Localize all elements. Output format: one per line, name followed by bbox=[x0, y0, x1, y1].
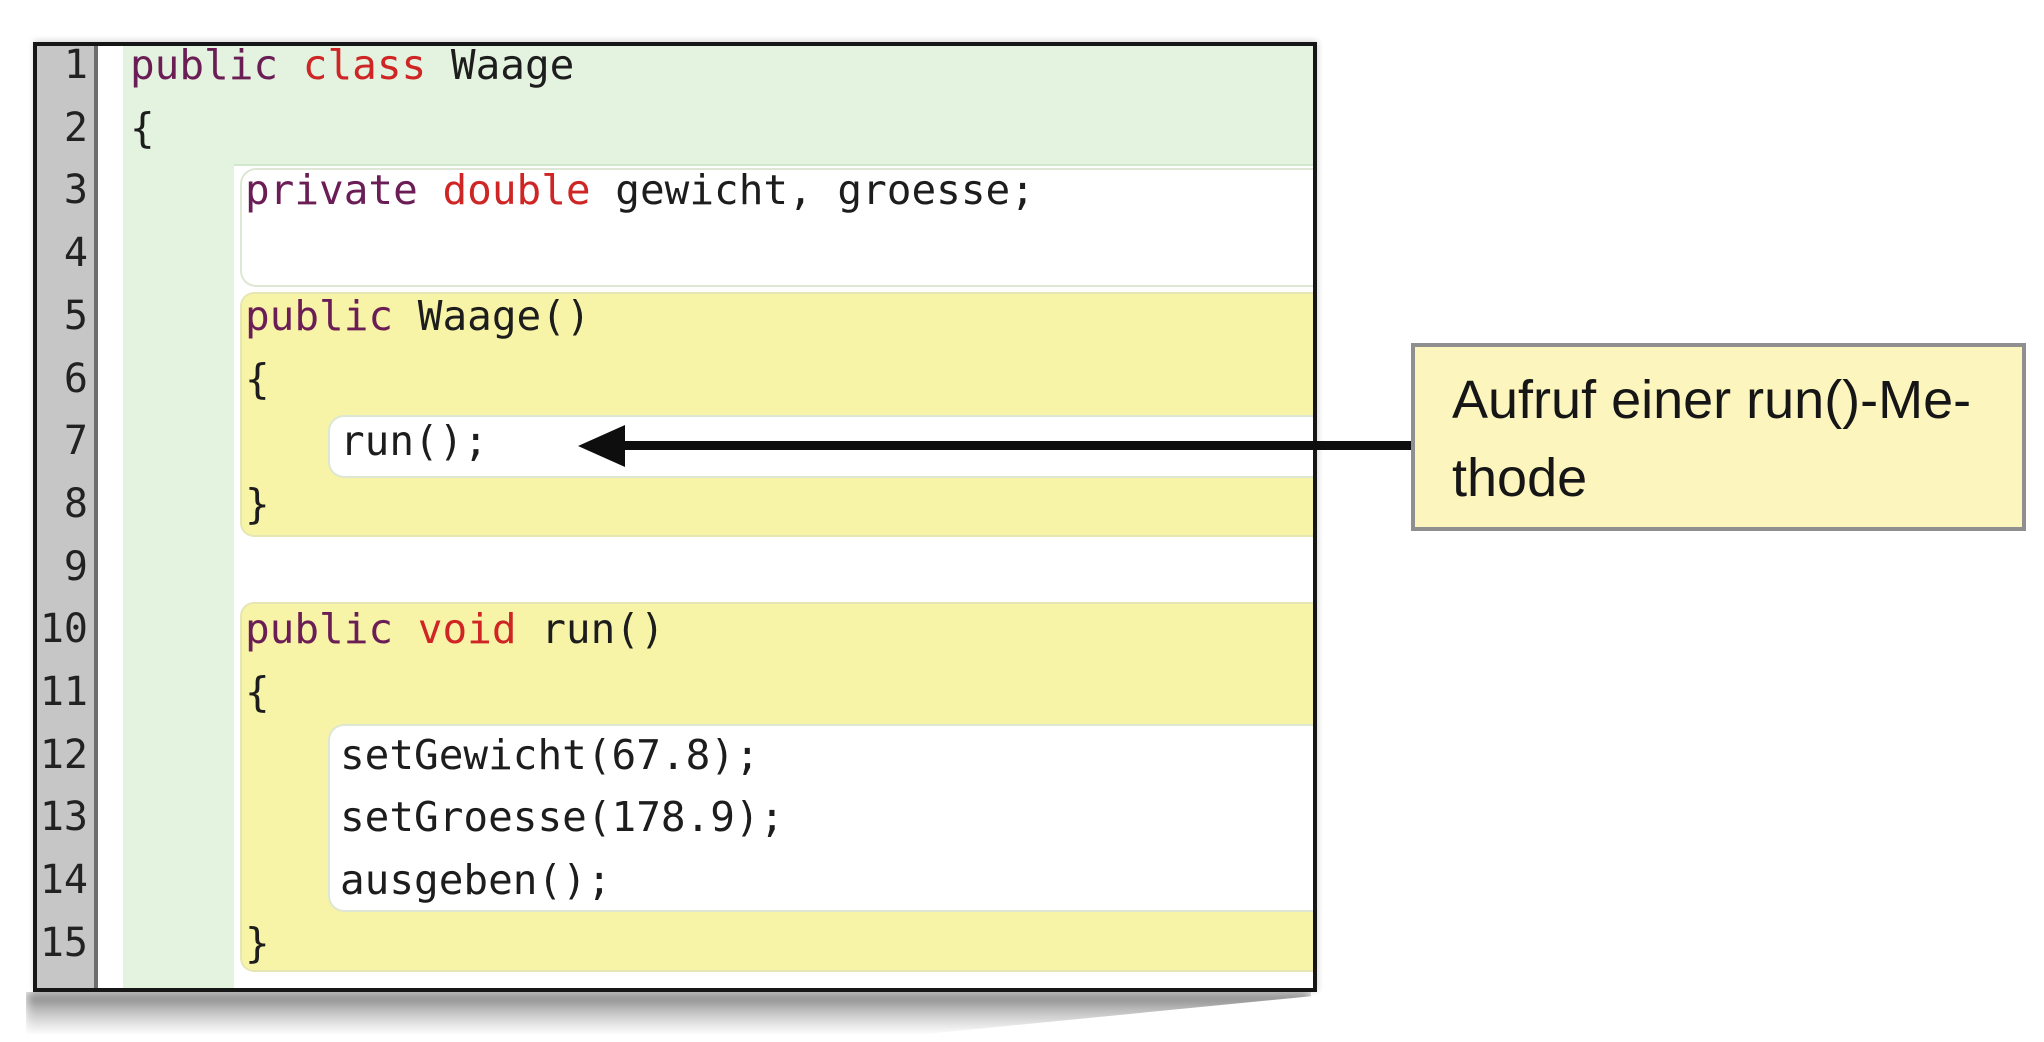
code-line-12[interactable]: setGewicht(67.8); bbox=[340, 724, 760, 786]
annotation-callout: Aufruf einer run()-Me- thode bbox=[1411, 343, 2026, 531]
code-token: Waage bbox=[426, 46, 575, 89]
code-token: public bbox=[245, 605, 394, 653]
editor-content-area: public class Waage { private double gewich… bbox=[37, 46, 1313, 988]
arrow-shaft bbox=[622, 441, 1413, 450]
line-number-3: 3 bbox=[63, 167, 88, 213]
code-line-3[interactable]: private double gewicht, groesse; bbox=[245, 159, 1035, 221]
line-number-13: 13 bbox=[39, 794, 88, 840]
scope-class-header-green bbox=[123, 46, 1313, 166]
code-line-11[interactable]: { bbox=[245, 661, 270, 723]
line-number-5: 5 bbox=[63, 293, 88, 339]
code-token: { bbox=[130, 104, 155, 152]
code-token: private bbox=[245, 166, 418, 214]
code-token: public bbox=[245, 292, 394, 340]
code-token: setGewicht(67.8); bbox=[340, 731, 760, 779]
code-token: Waage() bbox=[393, 292, 591, 340]
code-line-7[interactable]: run(); bbox=[340, 410, 488, 472]
bluej-editor-window: public class Waage { private double gewich… bbox=[33, 42, 1317, 992]
line-number-12: 12 bbox=[39, 732, 88, 778]
code-token: void bbox=[417, 605, 517, 653]
code-token: double bbox=[442, 166, 591, 214]
arrow-left-head-icon bbox=[578, 425, 625, 467]
code-token: run() bbox=[516, 605, 665, 653]
code-token: { bbox=[245, 355, 270, 403]
line-number-2: 2 bbox=[63, 105, 88, 151]
line-number-7: 7 bbox=[63, 418, 88, 464]
code-line-14[interactable]: ausgeben(); bbox=[340, 849, 612, 911]
scope-class-column-green bbox=[123, 46, 234, 988]
scope-fields-white bbox=[240, 168, 1313, 287]
line-number-4: 4 bbox=[63, 230, 88, 276]
code-line-10[interactable]: public void run() bbox=[245, 598, 665, 660]
code-line-6[interactable]: { bbox=[245, 348, 270, 410]
code-token: class bbox=[302, 46, 427, 89]
code-token: public bbox=[130, 46, 279, 89]
line-number-8: 8 bbox=[63, 481, 88, 527]
code-token: } bbox=[245, 480, 270, 528]
code-line-1[interactable]: public class Waage bbox=[130, 46, 574, 96]
callout-text-line1: Aufruf einer run()-Me- bbox=[1452, 370, 1972, 430]
code-token bbox=[278, 46, 303, 89]
line-number-1: 1 bbox=[63, 46, 88, 88]
editor-drop-shadow bbox=[26, 992, 1311, 1034]
line-number-11: 11 bbox=[39, 669, 88, 715]
code-line-15[interactable]: } bbox=[245, 912, 270, 974]
scope-constructor-yellow bbox=[240, 292, 1313, 537]
code-token: ausgeben(); bbox=[340, 856, 612, 904]
line-number-14: 14 bbox=[39, 857, 88, 903]
line-number-15: 15 bbox=[39, 920, 88, 966]
code-token bbox=[393, 605, 418, 653]
line-number-6: 6 bbox=[63, 356, 88, 402]
line-number-10: 10 bbox=[39, 606, 88, 652]
callout-text-line2: thode bbox=[1452, 448, 1588, 508]
code-line-2[interactable]: { bbox=[130, 97, 155, 159]
line-number-9: 9 bbox=[63, 544, 88, 590]
code-token: gewicht, groesse; bbox=[590, 166, 1035, 214]
code-token: } bbox=[245, 919, 270, 967]
code-line-8[interactable]: } bbox=[245, 473, 270, 535]
code-token: { bbox=[245, 668, 270, 716]
scope-run-body-white bbox=[328, 724, 1313, 912]
code-line-5[interactable]: public Waage() bbox=[245, 285, 591, 347]
code-token: run(); bbox=[340, 417, 489, 465]
code-line-13[interactable]: setGroesse(178.9); bbox=[340, 786, 784, 848]
code-token bbox=[418, 166, 443, 214]
code-token: setGroesse(178.9); bbox=[340, 793, 785, 841]
